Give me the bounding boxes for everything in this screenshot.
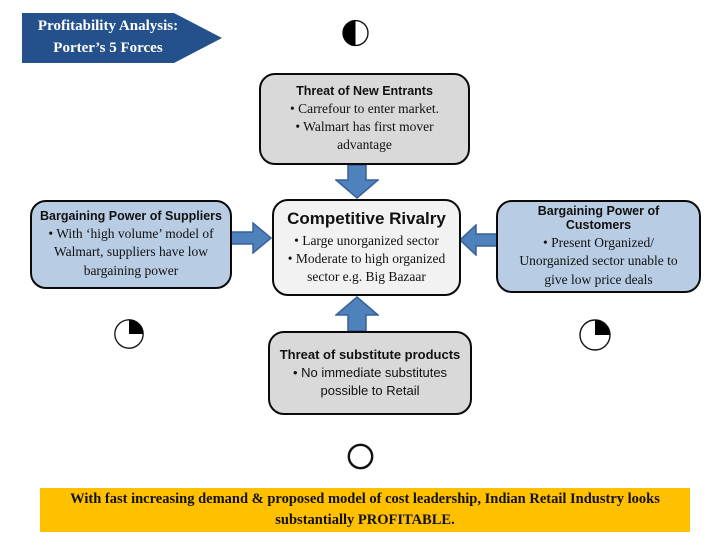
customers-bullet: give low price deals: [544, 271, 653, 287]
competitive-rivalry-box: Competitive Rivalry • Large unorganized …: [272, 199, 461, 296]
new-entrants-box: Threat of New Entrants • Carrefour to en…: [259, 73, 470, 165]
customers-bullet: Unorganized sector unable to: [519, 253, 678, 269]
customers-bullet: • Present Organized/: [543, 235, 654, 251]
slide-title-line: Profitability Analysis:: [37, 18, 179, 35]
new-entrants-bullet: • Walmart has first mover: [295, 118, 434, 134]
new-entrants-title: Threat of New Entrants: [296, 83, 433, 98]
slide-title-line: Porter’s 5 Forces: [53, 40, 163, 56]
substitutes-bullet: possible to Retail: [320, 382, 420, 398]
arrow-right-icon: [230, 222, 272, 254]
substitutes-title: Threat of substitute products: [279, 346, 461, 362]
competitive-rivalry-title: Competitive Rivalry: [287, 208, 446, 228]
quarter-filled-circle-icon: [579, 319, 611, 351]
new-entrants-bullet: advantage: [337, 137, 392, 153]
suppliers-title: Bargaining Power of Suppliers: [40, 209, 222, 224]
rivalry-bullet: sector e.g. Big Bazaar: [307, 269, 426, 285]
customers-title: Bargaining Power of Customers: [537, 204, 660, 233]
substitutes-bullet: • No immediate substitutes: [292, 364, 448, 380]
conclusion-line: substantially PROFITABLE.: [275, 512, 455, 528]
conclusion-banner: With fast increasing demand & proposed m…: [40, 488, 690, 532]
conclusion-line: With fast increasing demand & proposed m…: [70, 490, 660, 507]
rivalry-bullet: • Moderate to high organized: [287, 250, 446, 266]
arrow-up-icon: [335, 296, 379, 332]
suppliers-bullet: bargaining power: [83, 262, 179, 278]
suppliers-bullet: Walmart, suppliers have low: [53, 244, 209, 260]
empty-circle-icon: [347, 443, 374, 470]
half-filled-circle-icon: [342, 19, 369, 47]
suppliers-box: Bargaining Power of Suppliers • With ‘hi…: [30, 200, 232, 289]
substitutes-box: Threat of substitute products • No immed…: [268, 331, 472, 415]
arrow-left-icon: [459, 224, 499, 256]
customers-box: Bargaining Power of Customers • Present …: [496, 200, 701, 293]
new-entrants-bullet: • Carrefour to enter market.: [289, 100, 440, 116]
rivalry-bullet: • Large unorganized sector: [294, 232, 439, 248]
suppliers-bullet: • With ‘high volume’ model of: [48, 226, 214, 242]
slide-title-banner: Profitability Analysis: Porter’s 5 Force…: [22, 13, 222, 63]
quarter-filled-circle-icon: [114, 319, 144, 349]
arrow-down-icon: [335, 164, 379, 199]
